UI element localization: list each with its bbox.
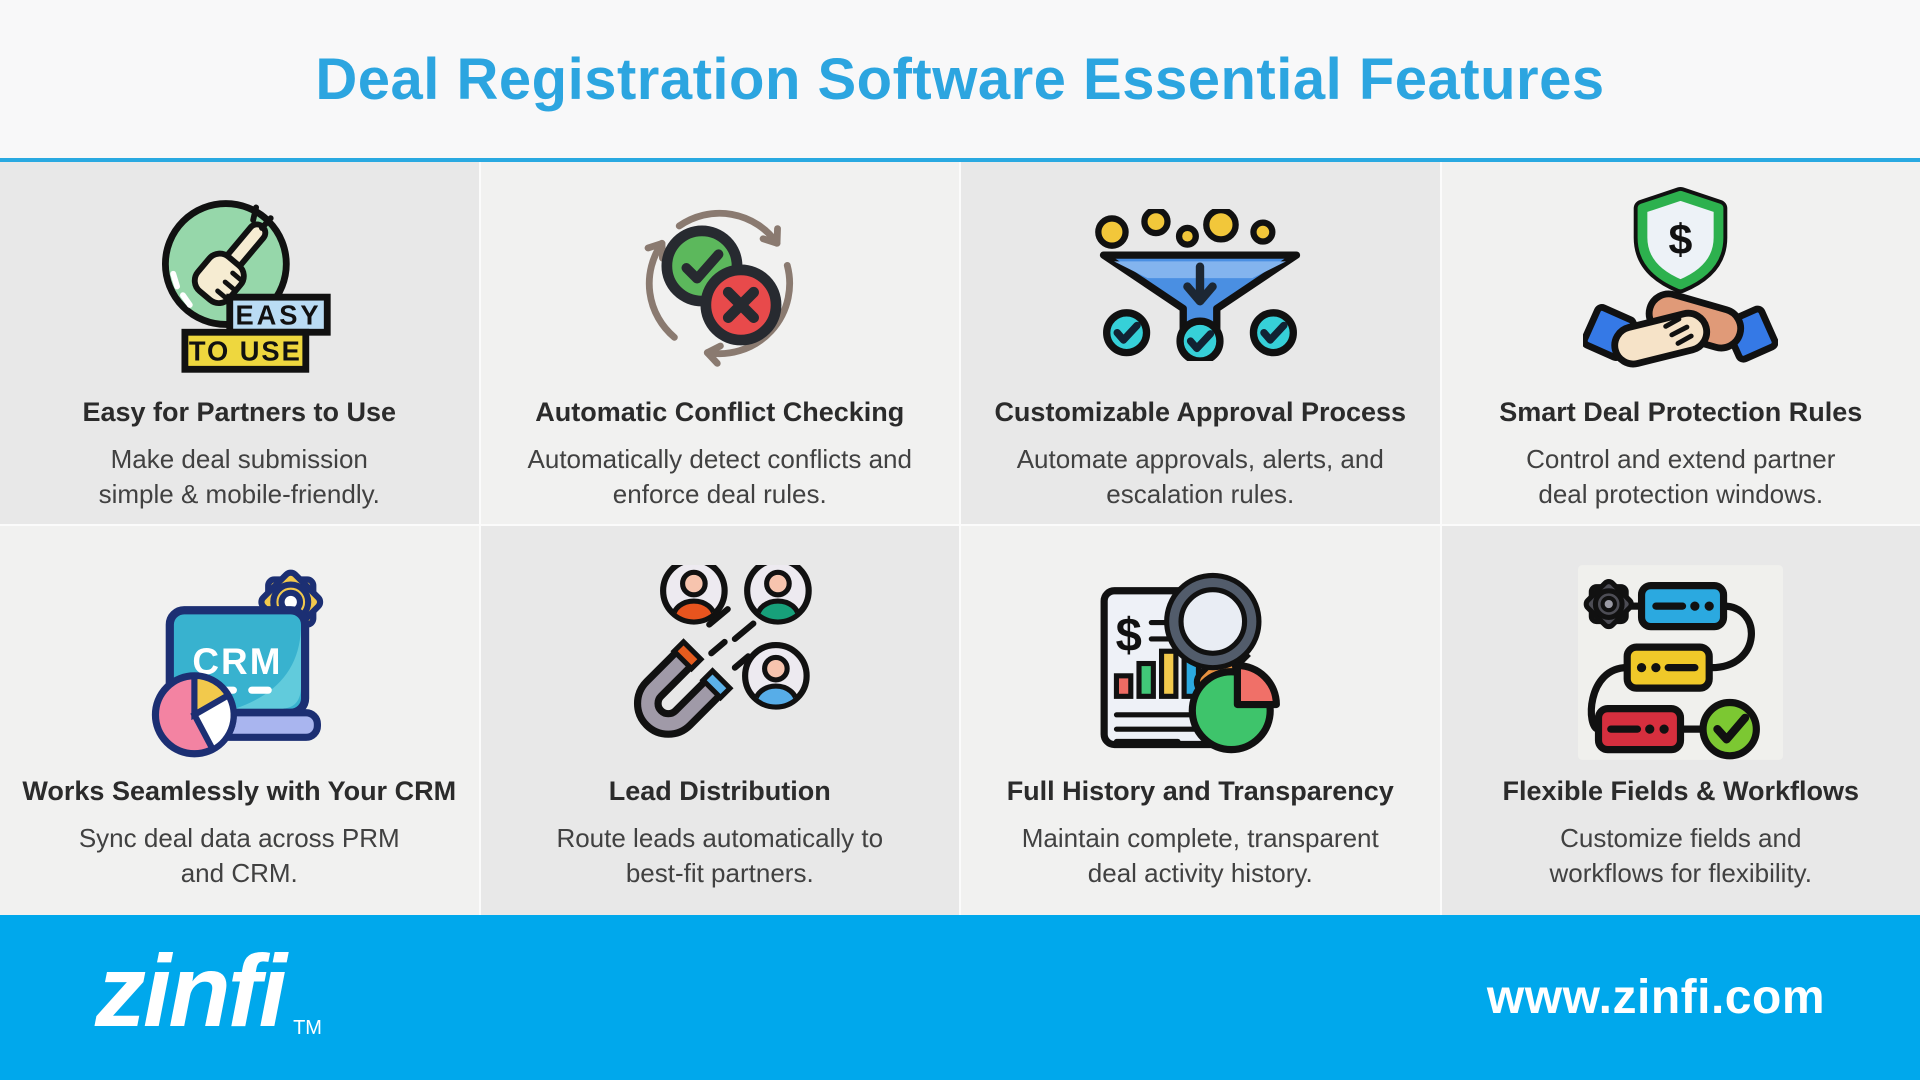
feature-card-deal-protection: $ Smart Deal Protection Rules Control an… [1441, 162, 1920, 524]
feature-card-easy-to-use: EASY TO USE Easy for Partners to Use Mak… [0, 162, 479, 524]
feature-description: Automatically detect conflicts and enfor… [527, 444, 912, 510]
trademark-symbol: TM [293, 1016, 322, 1039]
zinfi-logo: zinfi TM [95, 940, 322, 1056]
lead-magnet-icon [634, 565, 812, 738]
feature-title: Flexible Fields & Workflows [1502, 776, 1860, 806]
feature-description: Route leads automatically to best-fit pa… [556, 823, 884, 889]
feature-card-approval-process: Customizable Approval Process Automate a… [961, 162, 1440, 524]
crm-sync-icon: CRM [151, 569, 323, 758]
conflict-check-icon [644, 209, 794, 367]
feature-description: Customize fields and workflows for flexi… [1549, 823, 1812, 889]
website-url: www.zinfi.com [1486, 971, 1825, 1024]
feature-description: Sync deal data across PRM and CRM. [78, 823, 400, 889]
feature-title: Lead Distribution [608, 776, 831, 806]
feature-title: Smart Deal Protection Rules [1499, 397, 1863, 427]
feature-card-crm: CRM Works Seamlessly with Your CRM Sync … [0, 526, 479, 915]
zinfi-logo-text: zinfi [95, 933, 287, 1048]
feature-title: Works Seamlessly with Your CRM [22, 776, 457, 806]
header: Deal Registration Software Essential Fea… [0, 0, 1920, 162]
deal-protection-icon: $ [1583, 186, 1779, 368]
feature-title: Customizable Approval Process [994, 397, 1407, 427]
footer: zinfi TM www.zinfi.com [0, 915, 1920, 1080]
approval-funnel-icon [1095, 209, 1301, 361]
page-title: Deal Registration Software Essential Fea… [315, 46, 1605, 112]
workflow-icon [1578, 565, 1784, 760]
feature-card-lead-distribution: Lead Distribution Route leads automatica… [480, 526, 959, 915]
history-transparency-icon: $ [1100, 572, 1280, 754]
feature-card-conflict-checking: Automatic Conflict Checking Automaticall… [480, 162, 959, 524]
features-grid: EASY TO USE Easy for Partners to Use Mak… [0, 162, 1920, 915]
feature-title: Automatic Conflict Checking [535, 397, 905, 427]
feature-card-history: $ [961, 526, 1440, 915]
feature-description: Control and extend partner deal protecti… [1526, 444, 1836, 510]
feature-description: Maintain complete, transparent deal acti… [1021, 823, 1379, 889]
easy-to-use-icon: EASY TO USE [161, 200, 331, 373]
feature-description: Make deal submission simple & mobile-fri… [98, 444, 380, 510]
svg-text:EASY: EASY [235, 299, 321, 330]
feature-title: Full History and Transparency [1006, 776, 1394, 806]
svg-text:TO USE: TO USE [189, 336, 302, 367]
feature-description: Automate approvals, alerts, and escalati… [1016, 444, 1384, 510]
feature-card-workflows: Flexible Fields & Workflows Customize fi… [1441, 526, 1920, 915]
feature-title: Easy for Partners to Use [82, 397, 397, 427]
svg-text:$: $ [1115, 608, 1141, 661]
svg-text:$: $ [1669, 216, 1693, 264]
